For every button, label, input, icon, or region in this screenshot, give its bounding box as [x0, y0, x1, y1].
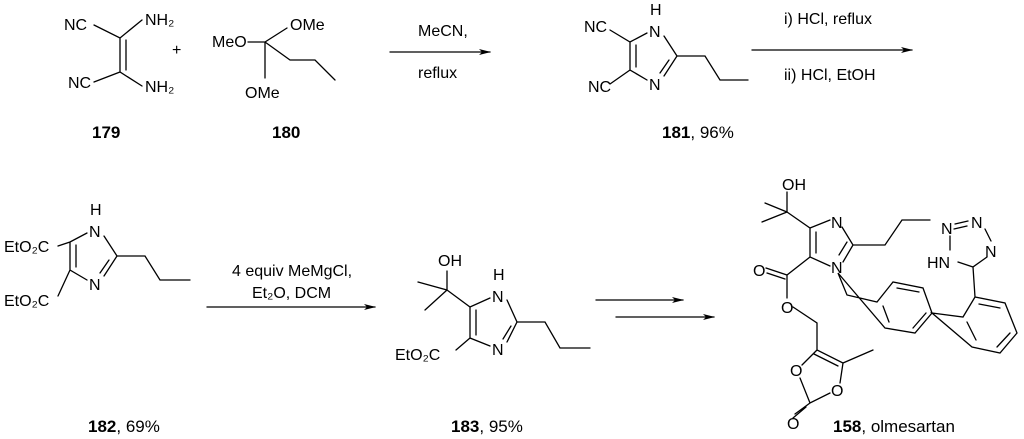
compound-number: 182	[88, 417, 116, 436]
compound-name: , olmesartan	[861, 417, 955, 436]
atom-label: NC	[68, 75, 91, 92]
compound-label: 182, 69%	[88, 417, 160, 436]
atom-label: N	[985, 244, 997, 261]
condition-text: reflux	[418, 65, 457, 82]
atom-label: NC	[588, 79, 611, 96]
atom-label: N	[89, 224, 101, 241]
reaction-arrow-3: 4 equiv MeMgCl, Et₂O, DCM	[206, 263, 376, 310]
yield: , 95%	[479, 417, 522, 436]
reagent-text: Et₂O, DCM	[252, 285, 331, 302]
compound-180: MeO OMe OMe 180	[212, 17, 336, 142]
atom-label: H	[90, 202, 102, 219]
reagent-text: 4 equiv MeMgCl,	[232, 263, 352, 280]
atom-label: OH	[438, 253, 462, 270]
compound-182: EtO₂C EtO₂C H N N 182, 69%	[4, 202, 191, 436]
compound-label: 181, 96%	[662, 123, 734, 142]
atom-label: OMe	[290, 17, 325, 34]
atom-label: N	[649, 77, 661, 94]
compound-number: 183	[451, 417, 479, 436]
atom-label: OMe	[245, 85, 280, 102]
multistep-arrows	[595, 297, 715, 320]
atom-label: MeO	[212, 34, 247, 51]
atom-label: EtO₂C	[4, 293, 49, 310]
atom-label: N	[941, 221, 953, 238]
yield: , 96%	[690, 123, 733, 142]
reagent-text: MeCN,	[418, 23, 468, 40]
atom-label: NC	[64, 17, 87, 34]
bonds	[93, 19, 143, 87]
compound-label: 158, olmesartan	[833, 417, 955, 436]
atom-label: N	[492, 342, 504, 359]
reaction-arrow-1: MeCN, reflux	[389, 23, 491, 82]
atom-label: EtO₂C	[395, 347, 440, 364]
compound-number: 180	[272, 123, 300, 142]
reagent-text: i) HCl, reflux	[784, 11, 872, 28]
compound-label: 183, 95%	[451, 417, 523, 436]
atom-label: N	[971, 215, 983, 232]
atom-label: N	[649, 24, 661, 41]
atom-label: O	[781, 300, 793, 317]
yield: , 69%	[116, 417, 159, 436]
plus-sign: +	[172, 42, 181, 59]
atom-label: H	[493, 267, 505, 284]
atom-label: O	[831, 383, 843, 400]
bonds	[609, 29, 749, 85]
compound-number: 158	[833, 417, 861, 436]
compound-158: OH N N O O O O O N N N HN 158, olmesarta…	[753, 177, 1018, 436]
atom-label: N	[831, 260, 843, 277]
atom-label: EtO₂C	[4, 239, 49, 256]
atom-label: N	[492, 289, 504, 306]
atom-label: O	[753, 263, 765, 280]
atom-label: O	[790, 363, 802, 380]
bonds	[247, 27, 336, 81]
compound-number: 179	[92, 123, 120, 142]
reaction-arrow-2: i) HCl, reflux ii) HCl, EtOH	[751, 11, 913, 84]
atom-label: NH₂	[145, 12, 174, 29]
compound-number: 181	[662, 123, 690, 142]
bonds	[417, 270, 591, 351]
atom-label: N	[831, 215, 843, 232]
condition-text: ii) HCl, EtOH	[784, 67, 876, 84]
atom-label: OH	[782, 177, 806, 194]
atom-label: O	[787, 416, 799, 433]
atom-label: N	[89, 277, 101, 294]
atom-label: HN	[927, 255, 950, 272]
atom-label: H	[650, 2, 662, 19]
compound-183: OH EtO₂C H N N 183, 95%	[395, 253, 591, 436]
atom-label: NC	[584, 19, 607, 36]
bonds	[761, 191, 1018, 419]
compound-179: NC NH₂ NC NH₂ 179	[64, 12, 174, 142]
atom-label: NH₂	[145, 79, 174, 96]
bonds	[57, 232, 191, 297]
compound-181: NC NC H N N 181, 96%	[584, 2, 749, 142]
